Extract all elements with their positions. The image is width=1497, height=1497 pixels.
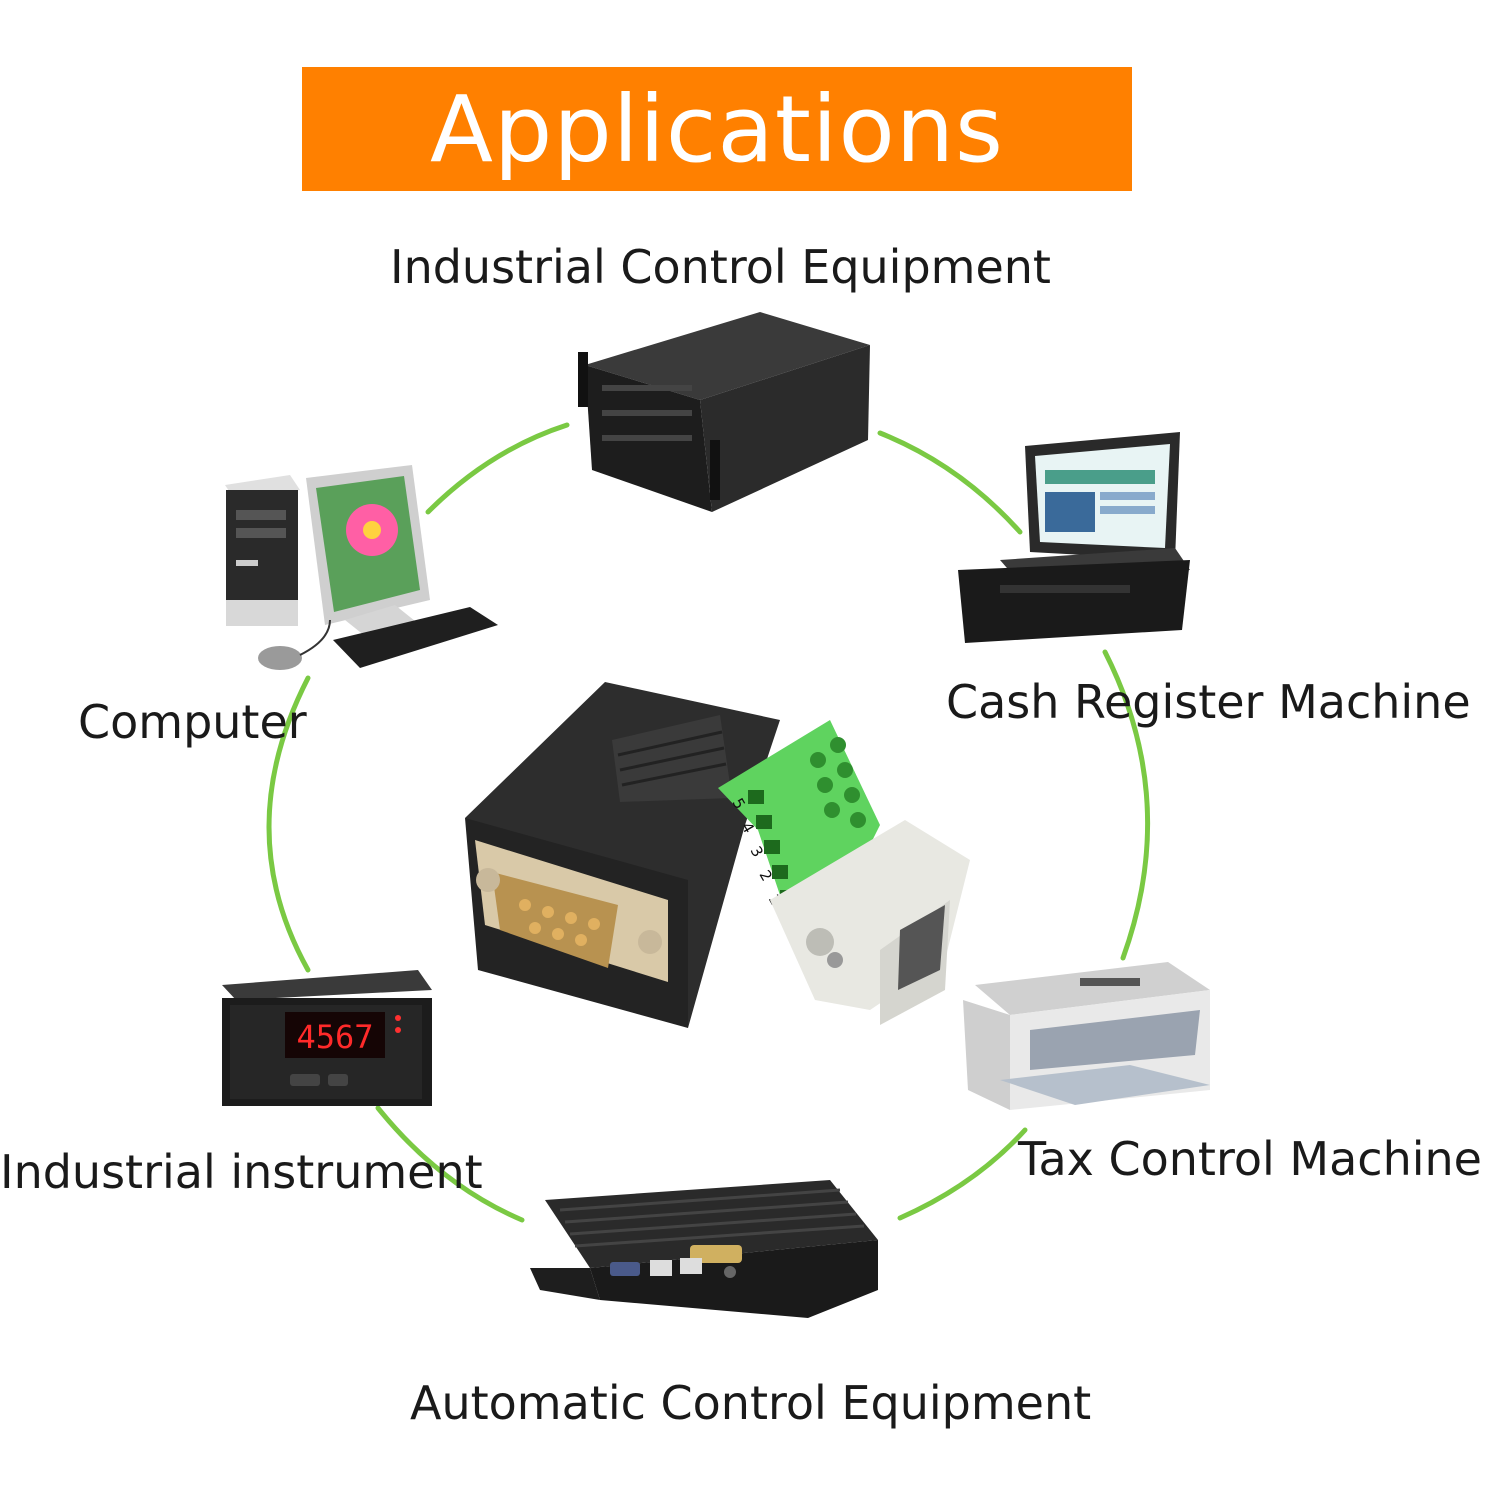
label-cash-register-machine: Cash Register Machine: [946, 675, 1471, 729]
page-title: Applications: [430, 75, 1004, 183]
dot-matrix-printer-icon: [963, 962, 1210, 1110]
pin-number-2: 2: [756, 867, 776, 884]
ring-arc-right: [1102, 649, 1151, 961]
ring-arc-bottom-left: [375, 1105, 525, 1223]
rack-server-icon: [578, 312, 870, 512]
pin-number-3: 3: [747, 843, 767, 860]
db9-terminal-adapter-icon: 5 4 3 2 1: [465, 682, 970, 1028]
digital-meter-icon: 4567: [222, 970, 432, 1106]
label-industrial-instrument: Industrial instrument: [0, 1145, 483, 1199]
label-industrial-control-equipment: Industrial Control Equipment: [390, 240, 1051, 294]
desktop-computer-icon: [225, 465, 498, 670]
label-automatic-control-equipment: Automatic Control Equipment: [410, 1376, 1092, 1430]
ring-arc-top-right: [877, 430, 1023, 535]
meter-reading: 4567: [296, 1018, 373, 1056]
ring-arc-bottom-right: [897, 1127, 1028, 1221]
label-computer: Computer: [78, 695, 307, 749]
title-banner: Applications: [302, 67, 1132, 191]
ring-arcs: [266, 422, 1151, 1223]
ring-arc-top-left: [425, 422, 570, 515]
ring-arc-left: [266, 675, 311, 973]
rugged-laptop-icon: [958, 432, 1190, 643]
label-tax-control-machine: Tax Control Machine: [1018, 1132, 1482, 1186]
fanless-box-pc-icon: [530, 1180, 878, 1318]
